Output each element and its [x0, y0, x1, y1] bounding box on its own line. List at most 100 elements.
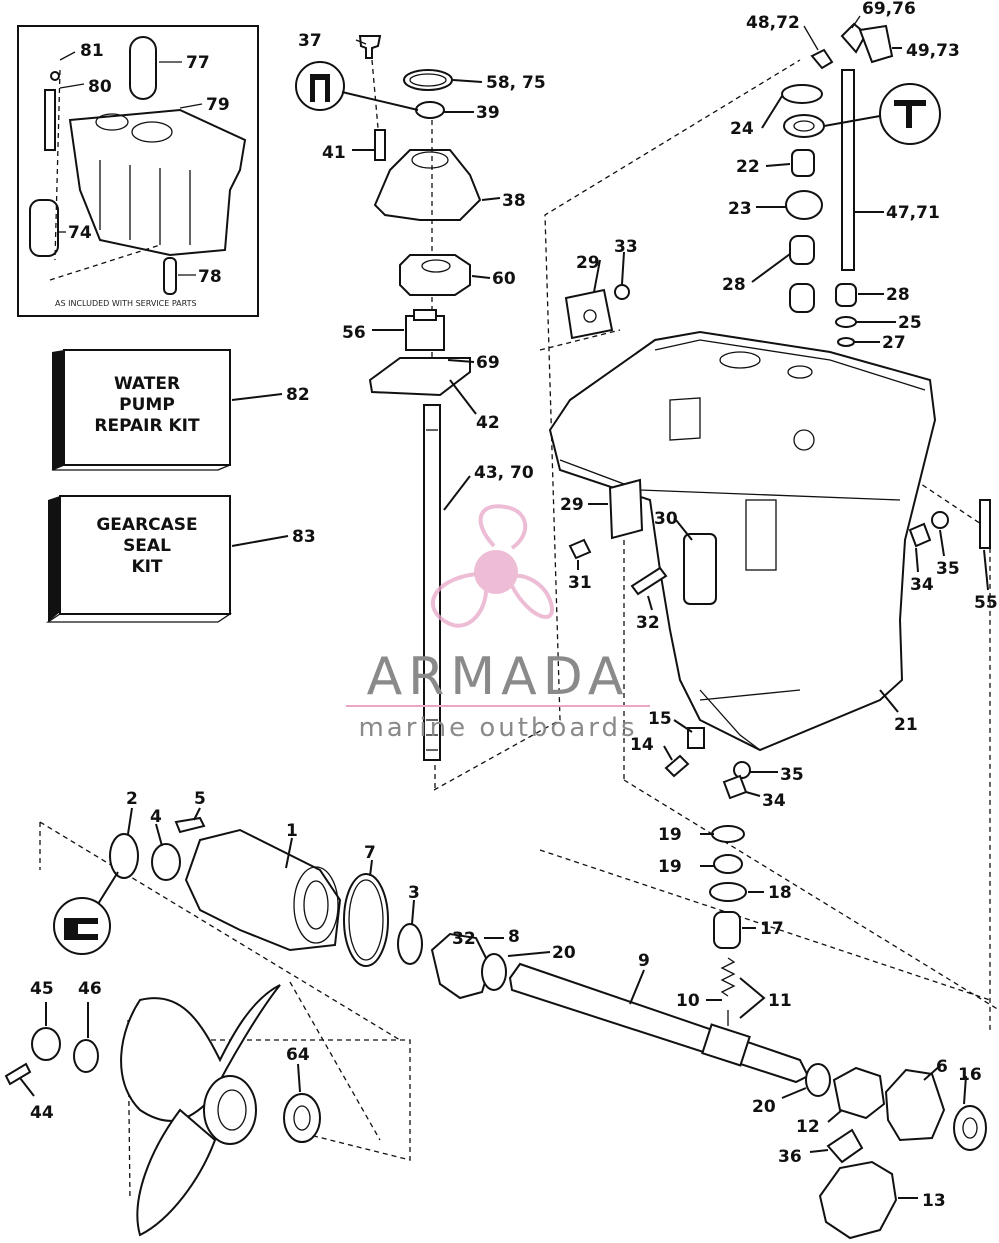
- label-58-75: 58, 75: [486, 73, 546, 93]
- label-69: 69: [476, 353, 500, 373]
- part-55: [979, 499, 991, 549]
- label-33: 33: [614, 237, 638, 257]
- gearcase-seal-kit-line2: SEAL: [123, 536, 171, 556]
- label-10: 10: [676, 991, 700, 1011]
- part-19a: [711, 825, 745, 843]
- part-32: [630, 566, 668, 596]
- label-20-upper: 20: [552, 943, 576, 963]
- label-3: 3: [408, 883, 420, 903]
- part-35a: [931, 511, 949, 529]
- part-3: [397, 923, 423, 965]
- part-37: [358, 35, 382, 59]
- inset-box: AS INCLUDED WITH SERVICE PARTS: [17, 25, 259, 317]
- part-29a: [564, 288, 614, 340]
- part-29b: [608, 478, 644, 540]
- label-36: 36: [778, 1147, 802, 1167]
- part-74: [29, 199, 59, 257]
- part-56: [405, 315, 445, 351]
- part-41: [374, 129, 386, 161]
- water-pump-kit-line2: PUMP: [119, 395, 175, 415]
- lower-gear-stack: [700, 825, 987, 1240]
- part-34b: [722, 774, 748, 800]
- label-14: 14: [630, 735, 654, 755]
- part-48: [810, 48, 834, 70]
- part-16: [953, 1105, 987, 1151]
- label-19-lower: 19: [658, 857, 682, 877]
- label-13: 13: [922, 1191, 946, 1211]
- label-7: 7: [364, 843, 376, 863]
- label-79: 79: [206, 95, 230, 115]
- part-64: [283, 1093, 321, 1143]
- part-12-clutch: [832, 1066, 886, 1120]
- label-39: 39: [476, 103, 500, 123]
- part-45: [31, 1027, 61, 1061]
- part-31: [568, 538, 592, 560]
- propshaft-assembly: [4, 807, 810, 1237]
- part-43-driveshaft: [423, 404, 441, 761]
- gearcase-seal-kit-ref: 83: [292, 527, 316, 547]
- label-56: 56: [342, 323, 366, 343]
- water-pump-kit-line3: REPAIR KIT: [94, 416, 200, 436]
- part-80: [44, 89, 56, 151]
- label-19-upper: 19: [658, 825, 682, 845]
- label-60: 60: [492, 269, 516, 289]
- label-34-lower: 34: [762, 791, 786, 811]
- part-28b: [789, 283, 815, 313]
- part-38: [373, 149, 482, 221]
- part-23: [785, 190, 823, 220]
- label-32: 32: [636, 613, 660, 633]
- part-79: [68, 108, 247, 257]
- part-30: [683, 533, 717, 605]
- label-15: 15: [648, 709, 672, 729]
- part-46: [73, 1039, 99, 1073]
- part-33: [614, 284, 630, 300]
- part-1: [184, 828, 342, 952]
- label-27: 27: [882, 333, 906, 353]
- label-64: 64: [286, 1045, 310, 1065]
- part-10-spring: [720, 957, 736, 997]
- part-78: [163, 257, 177, 295]
- part-28a: [789, 235, 815, 265]
- part-18: [709, 882, 747, 902]
- watermark-tagline: marine outboards: [358, 713, 637, 743]
- shift-parts: [751, 15, 941, 347]
- label-77: 77: [186, 53, 210, 73]
- label-38: 38: [502, 191, 526, 211]
- label-45: 45: [30, 979, 54, 999]
- label-4: 4: [150, 807, 162, 827]
- gearcase-seal-kit-box: GEARCASE SEAL KIT 83: [45, 495, 316, 623]
- callout-labels: 81 80 77 79 74 78 37 58, 75 39 41 38 60 …: [30, 0, 998, 1211]
- part-49-73: [858, 24, 894, 64]
- part-22: [791, 149, 815, 177]
- label-11: 11: [768, 991, 792, 1011]
- label-30: 30: [654, 509, 678, 529]
- part-42-plate: [368, 357, 471, 397]
- label-55: 55: [974, 593, 998, 613]
- part-47-shift-rod: [841, 69, 855, 271]
- label-18: 18: [768, 883, 792, 903]
- part-7: [343, 873, 389, 967]
- label-35-right: 35: [936, 559, 960, 579]
- part-20a: [481, 953, 507, 991]
- label-78: 78: [198, 267, 222, 287]
- label-43-70: 43, 70: [474, 463, 534, 483]
- watermark-brand: ARMADA: [367, 647, 630, 707]
- label-48-72: 48,72: [746, 13, 800, 33]
- label-47-71: 47,71: [886, 203, 940, 223]
- label-31: 31: [568, 573, 592, 593]
- part-5: [174, 816, 206, 834]
- label-28-left: 28: [722, 275, 746, 295]
- part-60: [399, 254, 471, 296]
- part-24a: [781, 84, 823, 104]
- label-46: 46: [78, 979, 102, 999]
- label-44: 44: [30, 1103, 54, 1123]
- label-24: 24: [730, 119, 754, 139]
- part-25: [835, 316, 857, 328]
- watermark-propeller-icon: [430, 504, 554, 628]
- part-6-gear: [884, 1068, 946, 1142]
- part-81: [50, 71, 60, 81]
- part-44: [4, 1062, 32, 1086]
- tool-icon-circle-lower: [53, 897, 111, 955]
- water-pump-kit-ref: 82: [286, 385, 310, 405]
- label-37: 37: [298, 31, 322, 51]
